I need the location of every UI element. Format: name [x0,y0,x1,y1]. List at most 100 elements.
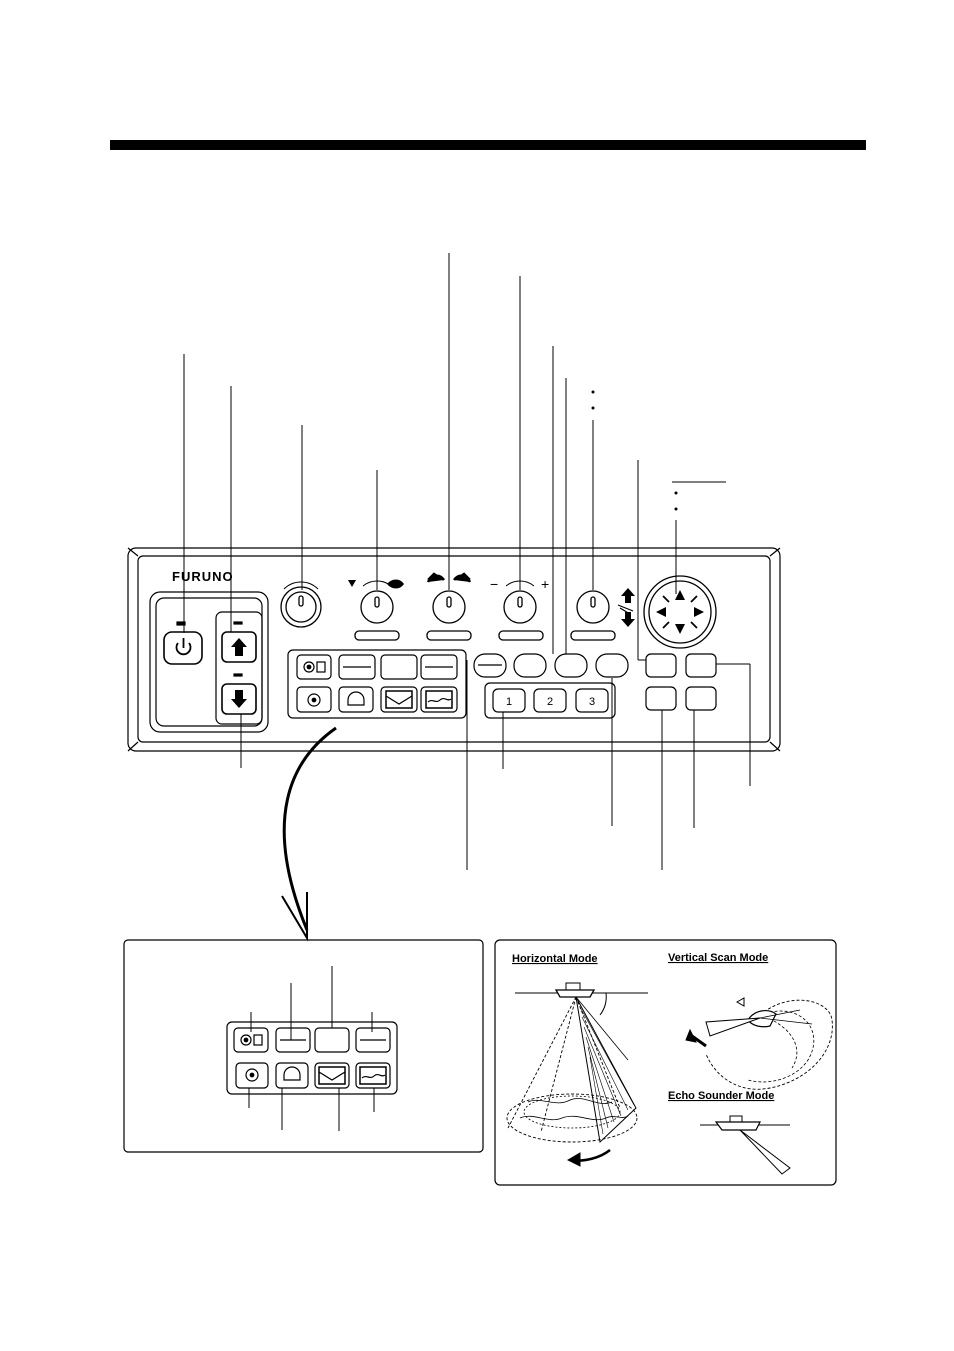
key-fn-7[interactable] [645,686,677,711]
gain-minus-label: − [490,576,498,592]
panel-outer [127,547,781,752]
key-sounder[interactable] [380,686,418,713]
inset-key-frame [226,1021,398,1095]
power-button[interactable] [163,631,203,665]
key-fn-2[interactable] [513,653,547,678]
vertical-move-arrow [735,997,745,1007]
key-fn-1[interactable] [473,653,507,678]
range-key-3-label: 3 [589,696,595,708]
inset-key-vertical[interactable] [275,1062,309,1089]
vertical-scan-illustration [685,997,833,1090]
tilt-knob[interactable] [280,581,322,628]
tilt-lever-knob[interactable] [576,590,610,624]
brill-up-button[interactable] [221,631,257,663]
scan-modes-inset [494,939,837,1186]
key-horizontal[interactable] [296,686,332,713]
inset-box [123,939,484,1153]
tilt-down-arrow-icon [621,612,635,627]
tilt-angle-arc [599,992,607,1016]
power-bezel [149,591,269,733]
brill-up-led [233,621,243,625]
range-key-1-label: 1 [506,696,512,708]
train-label-slot [354,630,400,641]
panel-bevel-tr [769,547,781,557]
panel-bevel-br [769,741,781,752]
horizontal-mode-illustration [506,982,648,1167]
modes-box [494,939,837,1186]
brand-logo: FURUNO [172,569,234,584]
tilt-up-arrow-icon [621,588,635,603]
echo-sounder-illustration [700,1115,791,1175]
ship-bridge [565,982,581,991]
trackball-icon [656,590,704,634]
power-led [176,621,186,626]
vertical-ship [747,1010,777,1028]
key-fn-3[interactable] [554,653,588,678]
brill-down-led [233,673,243,677]
beam-sector-hatched [575,996,637,1144]
range-key-1[interactable] [492,688,526,713]
arrow-down-icon [231,690,247,708]
gain-label-slot [498,630,544,641]
scan-ellipse-inner [523,1095,621,1129]
arrow-up-icon [231,638,247,656]
inset-key-a[interactable] [275,1027,311,1053]
range-key-group [484,682,616,719]
panel-inner [137,555,771,743]
tilt-icon [617,604,634,615]
mode-key-group [287,649,467,719]
ship-hull [554,989,596,998]
inset-key-c[interactable] [355,1027,391,1053]
key-mode-c[interactable] [420,654,458,680]
key-fn-5[interactable] [645,653,677,678]
brill-group [215,611,263,725]
rotate-left-icon [426,572,446,583]
horizontal-mode-title: Horizontal Mode [512,953,598,965]
key-fn-6[interactable] [685,653,717,678]
panel-bevel-tl [127,547,139,557]
trackball[interactable] [643,575,717,649]
inset-key-horizontal[interactable] [235,1062,269,1089]
key-history[interactable] [420,686,458,713]
gain-plus-label: + [541,576,549,592]
echo-sounder-title: Echo Sounder Mode [668,1090,774,1102]
callout-arrow [281,726,337,942]
beam-cone-dashed [507,996,621,1133]
control-unit [127,547,781,752]
knob-row [280,575,717,649]
vertical-mode-title: Vertical Scan Mode [668,952,768,964]
panel-bevel-bl [127,741,139,752]
triangle-down-icon [348,580,356,587]
sounder-ship [714,1121,761,1131]
key-mode-a[interactable] [338,654,376,680]
inset-key-history[interactable] [355,1062,391,1089]
inset-key-sounder[interactable] [314,1062,350,1089]
fish-icon [387,579,404,589]
range-knob[interactable] [432,590,466,624]
brill-down-button[interactable] [221,683,257,715]
vertical-fan [705,999,833,1090]
range-key-3[interactable] [575,688,609,713]
scan-ellipse-outer [506,1093,638,1143]
key-fn-4[interactable] [595,653,629,678]
key-fn-8[interactable] [685,686,717,711]
key-vertical[interactable] [338,686,374,713]
inset-key-b[interactable] [314,1027,350,1053]
leader-lines [183,253,751,870]
range-label-slot [426,630,472,641]
tilt-label-slot [570,630,616,641]
range-key-2-label: 2 [547,696,553,708]
power-icon [175,638,192,656]
rotate-right-icon [452,572,472,583]
power-section [149,591,269,733]
vertical-beam [705,1017,761,1037]
key-dual-mode[interactable] [296,654,332,680]
mode-keys-inset [123,939,484,1153]
key-mode-b[interactable] [380,654,418,680]
bullet-dots [591,390,678,511]
range-key-2[interactable] [533,688,567,713]
mode-key-frame [287,649,467,719]
header-rule [110,140,866,150]
function-keys [473,653,717,719]
